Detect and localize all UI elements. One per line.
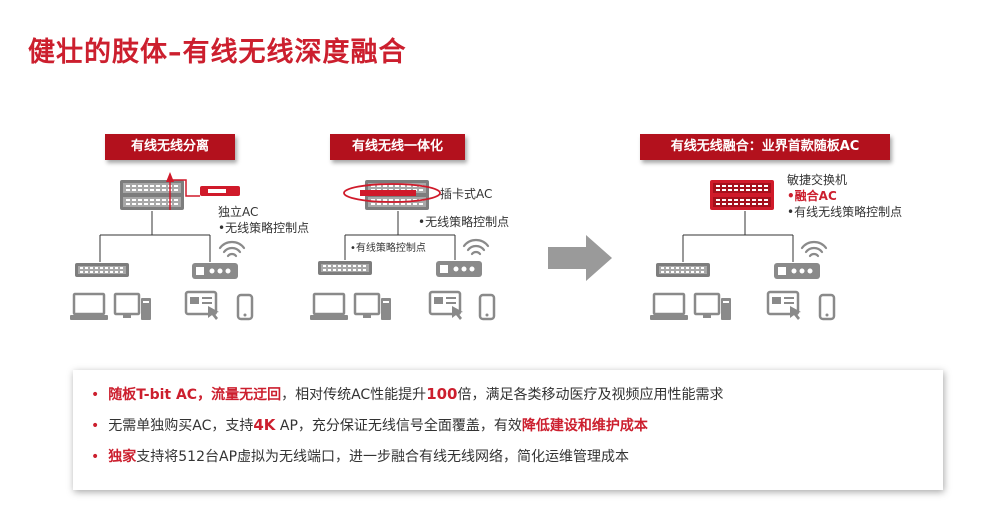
bullet-1-part-3: 100 — [426, 385, 458, 403]
converged-ac-label: •融合AC — [787, 189, 837, 203]
bullet-2: • 无需单独购买AC，支持4K AP，充分保证无线信号全面覆盖，有效降低建设和维护… — [91, 415, 648, 435]
access-switch-icon — [318, 261, 372, 275]
phone-icon — [478, 293, 496, 321]
bullet-1-part-4: 倍，满足各类移动医疗及视频应用性能需求 — [457, 387, 724, 403]
bullet-2-part-3: AP，充分保证无线信号全面覆盖，有效 — [275, 418, 522, 434]
bullet-3-part-2: 支持将512台AP虚拟为无线端口，进一步融合有线无线网络，简化运维管理成本 — [136, 449, 630, 465]
desktop-icon — [353, 292, 393, 322]
bullet-dot: • — [91, 418, 100, 434]
access-point-icon — [192, 263, 238, 279]
desktop-icon — [113, 292, 153, 322]
desktop-icon — [693, 292, 733, 322]
agile-switch-icon — [710, 180, 774, 210]
phone-icon — [818, 293, 836, 321]
phone-icon — [236, 293, 254, 321]
access-switch-icon — [656, 263, 710, 277]
agile-switch-label: 敏捷交换机 — [787, 173, 848, 187]
laptop-icon — [308, 292, 350, 322]
bullet-2-part-1: 无需单独购买AC，支持 — [108, 418, 254, 434]
bullet-1-part-2: ，相对传统AC性能提升 — [281, 387, 427, 403]
bullet-dot: • — [91, 449, 100, 465]
laptop-icon — [648, 292, 690, 322]
panel-separate-graphic — [68, 172, 254, 322]
panel-converged-banner: 有线无线融合：业界首款随板AC — [640, 134, 890, 160]
converged-policy-label: •有线无线策略控制点 — [787, 205, 903, 219]
access-point-icon — [774, 263, 820, 279]
flow-arrow-icon — [169, 179, 200, 210]
wifi-icon — [462, 238, 490, 256]
wifi-icon — [218, 240, 246, 258]
standalone-ac-label: 独立AC — [218, 205, 259, 219]
laptop-icon — [68, 292, 110, 322]
standalone-ac-icon — [200, 186, 240, 196]
card-terminal-icon — [766, 290, 803, 322]
flow-arrow-icon — [548, 235, 612, 281]
bullet-1: • 随板T-bit AC，流量无迂回，相对传统AC性能提升100倍，满足各类移动医… — [91, 384, 724, 404]
panel-integrated-banner: 有线无线一体化 — [330, 134, 465, 160]
core-switch-icon — [120, 180, 184, 210]
bullet-2-part-2: 4K — [253, 416, 276, 434]
access-switch-icon — [75, 263, 129, 277]
benefits-box: • 随板T-bit AC，流量无迂回，相对传统AC性能提升100倍，满足各类移动医… — [73, 370, 943, 490]
page-title: 健壮的肢体–有线无线深度融合 — [28, 37, 407, 68]
wireless-policy-label: •无线策略控制点 — [418, 215, 510, 229]
wifi-icon — [800, 240, 828, 258]
panel-separate-banner: 有线无线分离 — [105, 134, 235, 160]
bullet-2-part-4: 降低建设和维护成本 — [521, 418, 648, 434]
ac-card-highlight — [343, 183, 441, 203]
card-ac-label: 插卡式AC — [440, 187, 493, 201]
card-terminal-icon — [428, 290, 465, 322]
wireless-policy-label: •无线策略控制点 — [218, 221, 310, 235]
bullet-dot: • — [91, 387, 100, 403]
access-point-icon — [436, 261, 482, 277]
wired-policy-label: •有线策略控制点 — [350, 243, 426, 254]
bullet-3-part-1: 独家 — [108, 449, 137, 465]
bullet-3: • 独家支持将512台AP虚拟为无线端口，进一步融合有线无线网络，简化运维管理成本 — [91, 446, 629, 466]
panel-converged-graphic — [648, 180, 836, 322]
panel-integrated-graphic — [308, 180, 496, 322]
bullet-1-part-1: 随板T-bit AC，流量无迂回 — [108, 387, 282, 403]
card-terminal-icon — [184, 290, 221, 322]
